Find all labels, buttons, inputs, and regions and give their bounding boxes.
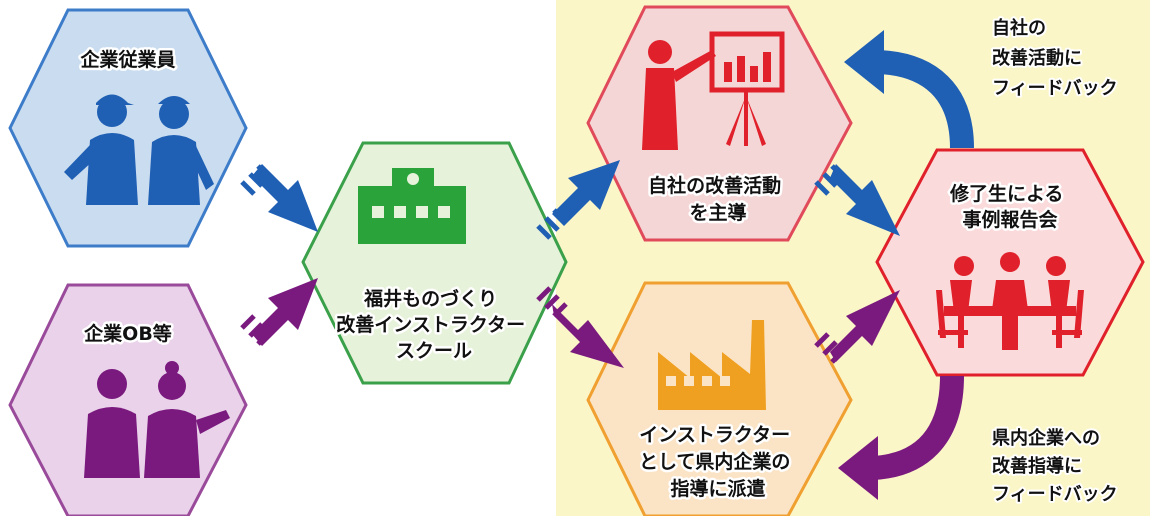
lead-label-line: を主導 — [689, 201, 746, 224]
lead-hexagon — [586, 5, 853, 242]
ob-hexagon — [8, 283, 248, 516]
arrow-dispatch-to-report — [814, 290, 900, 364]
school-label: 福井ものづくり 改善インストラクター スクール — [336, 287, 532, 362]
ob-label: 企業OB等 — [83, 322, 172, 345]
feedback-own-label: 自社の 改善活動に フィードバック — [992, 17, 1118, 99]
dispatch-label-line: 指導に派遣 — [670, 477, 765, 500]
report-label-line: 事例報告会 — [962, 208, 1057, 231]
arrow-lead-to-report — [814, 164, 900, 236]
feedback-pref-label: 県内企業への 改善指導に フィードバック — [992, 427, 1118, 505]
arrow-school-to-lead — [536, 160, 620, 240]
school-label-line: スクール — [396, 340, 472, 362]
feedback-pref-line: 改善指導に — [992, 455, 1082, 477]
feedback-pref-line: 県内企業への — [992, 427, 1100, 449]
seniors-icon — [84, 361, 230, 478]
dispatch-label-line: として県内企業の — [639, 450, 790, 473]
dispatch-label-line: インストラクター — [639, 424, 790, 446]
lead-label-line: 自社の改善活動 — [648, 174, 781, 197]
feedback-own-line: フィードバック — [992, 78, 1118, 99]
dispatch-label: インストラクター として県内企業の 指導に派遣 — [639, 424, 797, 500]
feedback-own-line: 改善活動に — [992, 47, 1082, 69]
presenter-icon — [642, 31, 785, 150]
employees-label: 企業従業員 — [79, 48, 175, 71]
school-label-line: 改善インストラクター — [336, 313, 525, 336]
arrow-employees-to-school — [240, 164, 318, 232]
lead-label: 自社の改善活動 を主導 — [648, 174, 788, 224]
report-label-line: 修了生による — [949, 182, 1063, 205]
employees-hexagon — [8, 8, 248, 248]
feedback-arrow-own — [844, 30, 974, 149]
arrow-school-to-dispatch — [536, 286, 624, 368]
workers-icon — [64, 94, 214, 205]
feedback-pref-line: フィードバック — [992, 484, 1118, 505]
feedback-arrow-pref — [838, 375, 964, 500]
school-building-icon — [358, 168, 466, 244]
school-label-line: 福井ものづくり — [363, 287, 497, 310]
meeting-icon — [936, 252, 1084, 350]
report-label: 修了生による 事例報告会 — [949, 182, 1070, 231]
feedback-own-line: 自社の — [992, 17, 1046, 39]
arrow-ob-to-school — [240, 278, 318, 346]
factory-icon — [658, 320, 766, 410]
